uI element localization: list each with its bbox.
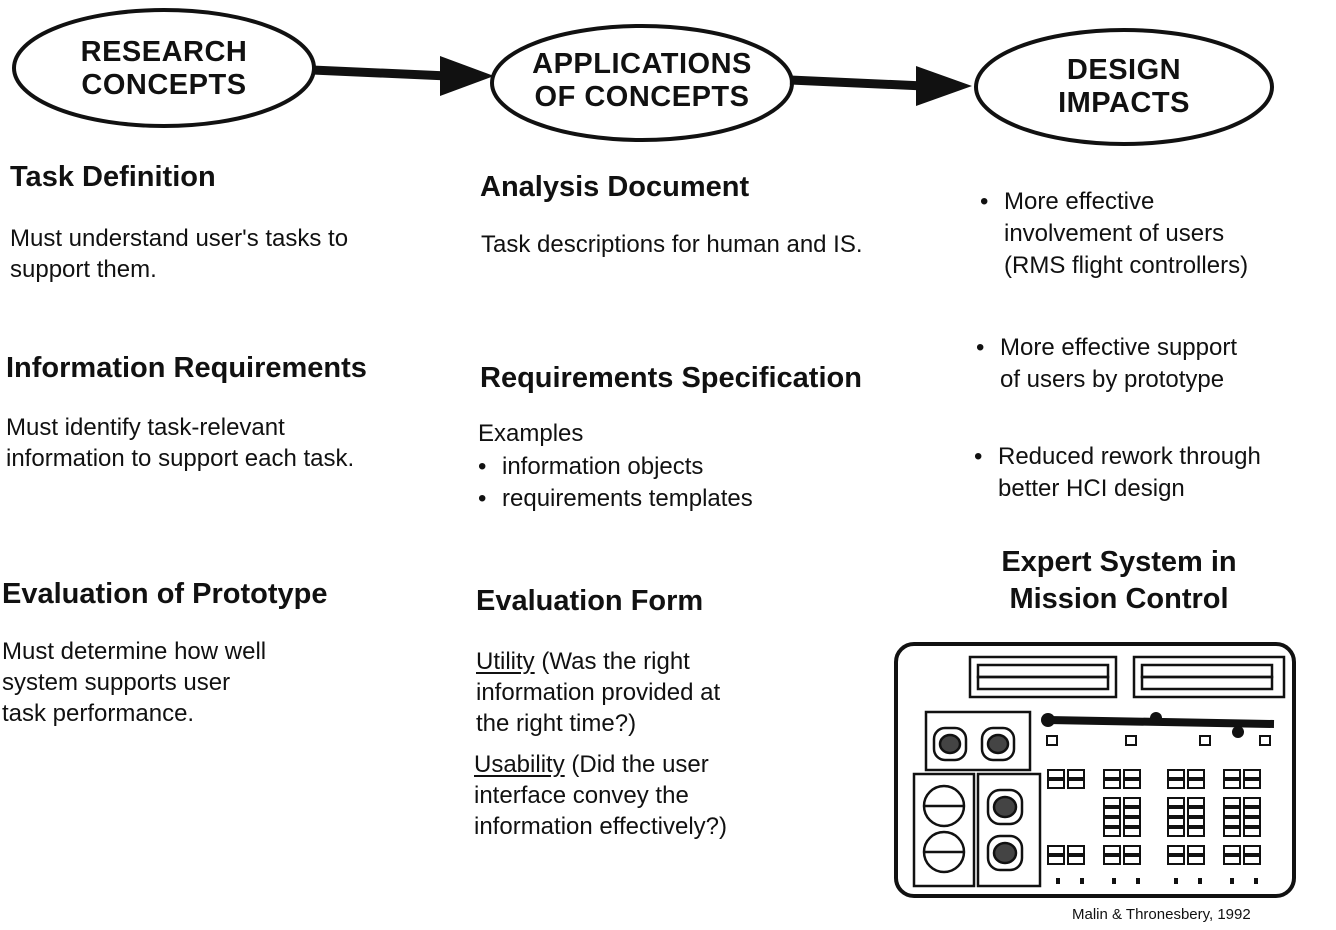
console-indicator-lights <box>1056 878 1258 884</box>
research-concepts-label: RESEARCH CONCEPTS <box>14 36 314 102</box>
bullet-dot: • <box>974 443 983 470</box>
evaluation-prototype-line: Must determine how well <box>2 638 267 665</box>
requirements-bullet: • information objects <box>478 451 703 483</box>
mission-control-console-illustration <box>894 642 1296 898</box>
requirements-bullet: • requirements templates <box>478 483 753 515</box>
image-credit: Malin & Thronesbery, 1992 <box>1072 906 1251 923</box>
arrow-head-2 <box>916 66 972 106</box>
usability-line-text: (Did the user <box>564 751 709 778</box>
utility-text: Utility (Was the right information provi… <box>476 646 720 739</box>
usability-line: information effectively?) <box>474 813 728 840</box>
usability-term: Usability <box>474 751 565 778</box>
bullet-text: requirements templates <box>502 485 753 512</box>
design-bullet: • Reduced rework through better HCI desi… <box>974 441 1261 505</box>
design-impacts-oval <box>974 28 1274 146</box>
design-bullet-line: Reduced rework through <box>998 443 1261 470</box>
design-impacts-label: DESIGN IMPACTS <box>976 54 1272 120</box>
applications-label-line2: OF CONCEPTS <box>534 81 750 113</box>
task-definition-line: support them. <box>10 256 157 283</box>
console-button-grid <box>1047 769 1261 865</box>
bullet-dot: • <box>980 188 989 215</box>
evaluation-prototype-line: task performance. <box>2 700 195 727</box>
analysis-document-heading: Analysis Document <box>480 171 750 203</box>
analysis-document-line: Task descriptions for human and IS. <box>481 231 863 258</box>
task-definition-heading: Task Definition <box>10 161 216 193</box>
evaluation-prototype-line: system supports user <box>2 669 231 696</box>
flow-diagram <box>12 8 1274 146</box>
design-bullet-line: involvement of users <box>1004 220 1225 247</box>
arrow-shaft-2 <box>789 75 925 91</box>
task-definition-line: Must understand user's tasks to <box>10 225 349 252</box>
analysis-document-text: Task descriptions for human and IS. <box>481 229 863 260</box>
design-bullet-line: of users by prototype <box>1000 366 1225 393</box>
utility-line: information provided at <box>476 679 721 706</box>
task-definition-text: Must understand user's tasks to support … <box>10 223 348 285</box>
bullet-text: information objects <box>502 453 704 480</box>
information-requirements-heading: Information Requirements <box>6 352 367 384</box>
design-bullet-line: More effective support <box>1000 334 1238 361</box>
information-requirements-line: Must identify task-relevant <box>6 414 285 441</box>
information-requirements-text: Must identify task-relevant information … <box>6 412 354 474</box>
console-frame <box>894 642 1296 898</box>
utility-line: the right time?) <box>476 710 637 737</box>
arrow-head-1 <box>440 56 494 96</box>
design-label-line1: DESIGN <box>1066 54 1182 86</box>
expert-system-line: Mission Control <box>1009 583 1229 615</box>
usability-line-1: Usability (Did the user <box>474 749 727 780</box>
requirements-examples-label: Examples <box>478 418 583 449</box>
research-label-line1: RESEARCH <box>80 36 248 68</box>
design-bullet-line: (RMS flight controllers) <box>1004 252 1249 279</box>
utility-line-1: Utility (Was the right <box>476 646 720 677</box>
applications-label: APPLICATIONS OF CONCEPTS <box>492 48 792 114</box>
design-bullet-line: better HCI design <box>998 475 1185 502</box>
examples-label: Examples <box>478 420 584 447</box>
applications-label-line1: APPLICATIONS <box>532 48 752 80</box>
console-knob-panel <box>924 710 1032 772</box>
research-label-line2: CONCEPTS <box>81 69 247 101</box>
usability-text: Usability (Did the user interface convey… <box>474 749 727 842</box>
evaluation-form-heading: Evaluation Form <box>476 585 704 617</box>
information-requirements-line: information to support each task. <box>6 445 355 472</box>
console-lower-left-panel <box>912 772 1042 888</box>
console-track-bar <box>1041 712 1275 746</box>
design-bullet: • More effective support of users by pro… <box>976 332 1237 396</box>
evaluation-prototype-heading: Evaluation of Prototype <box>2 578 328 610</box>
requirements-spec-heading: Requirements Specification <box>480 362 862 394</box>
expert-system-heading: Expert System in Mission Control <box>988 544 1250 618</box>
design-label-line2: IMPACTS <box>1058 87 1190 119</box>
evaluation-prototype-text: Must determine how well system supports … <box>2 636 266 729</box>
design-bullet-line: More effective <box>1004 188 1155 215</box>
utility-line-text: (Was the right <box>534 648 690 675</box>
arrow-shaft-1 <box>311 65 449 81</box>
expert-system-line: Expert System in <box>1001 546 1237 578</box>
bullet-dot: • <box>478 485 487 512</box>
usability-line: interface convey the <box>474 782 689 809</box>
console-display-right <box>1132 655 1286 699</box>
console-display-left <box>968 655 1118 699</box>
bullet-dot: • <box>478 453 487 480</box>
design-bullet: • More effective involvement of users (R… <box>980 186 1248 282</box>
utility-term: Utility <box>476 648 535 675</box>
bullet-dot: • <box>976 334 985 361</box>
